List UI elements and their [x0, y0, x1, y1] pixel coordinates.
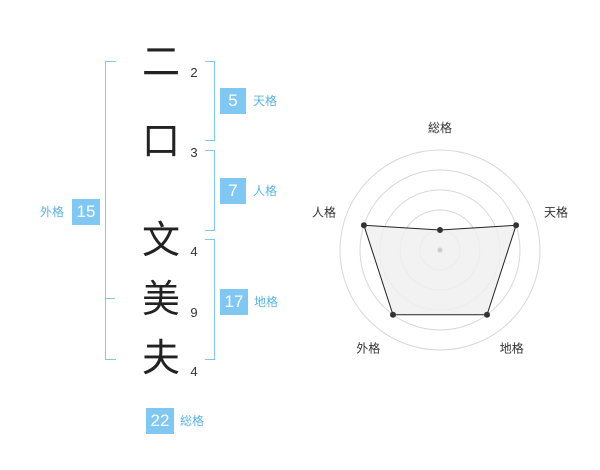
radar-axis-label-1: 総格 [428, 120, 452, 135]
soukaku-label: 総格 [180, 414, 205, 428]
jinkaku-value: 7 [220, 178, 246, 204]
radar-axis-label-2: 天格 [544, 204, 568, 219]
radar-grid-ring-5 [339, 149, 541, 351]
name-char-5: 夫 [141, 336, 180, 380]
name-char-2: 口 [141, 119, 180, 163]
chikaku-bracket [205, 239, 215, 360]
gaikaku-bracket-tick [105, 298, 115, 299]
stroke-count-5: 4 [190, 364, 198, 379]
jinkaku-bracket [205, 150, 215, 231]
stroke-count-1: 2 [190, 65, 198, 80]
gaikaku-label: 外格 [40, 205, 65, 219]
radar-series-area [363, 224, 517, 316]
radar-point-2 [513, 222, 520, 229]
tenkaku-bracket [205, 61, 215, 141]
tenkaku-value: 5 [220, 88, 246, 114]
jinkaku-label: 人格 [253, 184, 278, 198]
stroke-count-4: 9 [190, 305, 198, 320]
stroke-count-2: 3 [190, 145, 198, 160]
name-char-3: 文 [141, 218, 180, 262]
chikaku-value: 17 [220, 289, 248, 315]
radar-axis-label-4: 外格 [356, 341, 380, 356]
stroke-count-3: 4 [190, 244, 198, 259]
radar-axis-label-5: 人格 [312, 204, 336, 219]
radar-axis-label-3: 地格 [500, 341, 524, 356]
radar-center-point [437, 247, 443, 253]
tenkaku-label: 天格 [253, 94, 278, 108]
chikaku-label: 地格 [254, 295, 279, 309]
soukaku-value: 22 [146, 408, 174, 434]
radar-point-5 [360, 222, 367, 229]
radar-point-4 [389, 311, 396, 318]
name-char-1: 二 [141, 40, 180, 84]
name-char-4: 美 [141, 277, 180, 321]
radar-grid-ring-4 [359, 169, 521, 331]
gaikaku-value: 15 [72, 199, 100, 225]
radar-point-1 [437, 227, 443, 233]
gaikaku-bracket [105, 61, 116, 360]
radar-point-3 [484, 311, 491, 318]
